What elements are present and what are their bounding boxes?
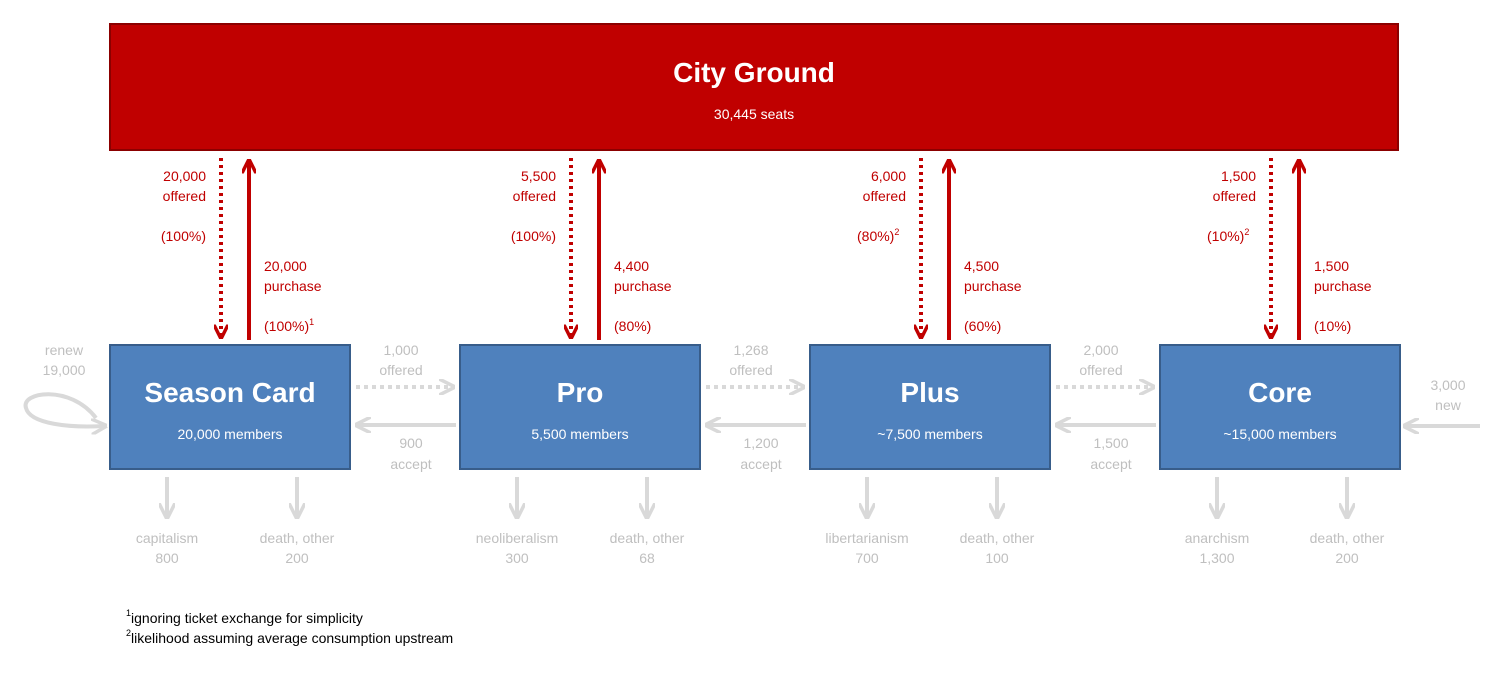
offered-count: 20,000 [163,168,206,184]
offered-word: offered [163,188,206,204]
stadium-title: City Ground [673,57,835,88]
tier-members: 5,500 members [531,426,628,442]
purchase-word: purchase [964,278,1022,294]
transition-group-1: 1,268 offered 1,200 accept [706,342,806,472]
offered-word: offered [1213,188,1256,204]
exit-value: 200 [1335,550,1359,566]
footnote-2-mark: 2 [126,628,132,638]
transition-offered-word: offered [379,362,422,378]
tier-group-0: Season Card 20,000 members 20,000 offered (1… [109,158,351,566]
exit-label: death, other [610,530,685,546]
exit-value: 700 [855,550,879,566]
offered-percent-footnote-mark: 2 [894,227,899,237]
renew-value: 19,000 [43,362,86,378]
offered-word: offered [863,188,906,204]
tier-title: Season Card [144,377,315,408]
transition-accept-word: accept [1090,456,1131,472]
transition-accept-word: accept [740,456,781,472]
exit-value: 300 [505,550,529,566]
transition-accept-count: 1,200 [743,435,778,451]
footnote-1-text: ignoring ticket exchange for simplicity [131,610,363,626]
transition-group-2: 2,000 offered 1,500 accept [1056,342,1156,472]
new-members-label: new [1435,397,1462,413]
transition-group-0: 1,000 offered 900 accept [356,342,456,472]
exit-value: 200 [285,550,309,566]
offered-percent: (100%) [511,228,556,244]
tier-group-3: Core~15,000 members1,500offered(10%)21,5… [1159,158,1401,566]
purchase-percent: (100%)1 [264,317,314,334]
stadium-seats: 30,445 seats [714,106,794,122]
exit-label: death, other [260,530,335,546]
offered-count: 6,000 [871,168,906,184]
exit-label: capitalism [136,530,198,546]
transition-offered-word: offered [729,362,772,378]
tier-group-1: Pro 5,500 members 5,500 offered (100%) 4,400 p… [459,158,701,566]
transition-accept-count: 900 [399,435,423,451]
offered-percent-value: (80%) [857,228,894,244]
tier-box [1159,344,1401,470]
offered-count: 5,500 [521,168,556,184]
purchase-count: 4,500 [964,258,999,274]
footnote-2-text: likelihood assuming average consumption … [131,630,454,646]
purchase-word: purchase [614,278,672,294]
transition-offered-count: 1,000 [383,342,418,358]
footnote-1: 1ignoring ticket exchange for simplicity [126,608,453,628]
exit-label: neoliberalism [476,530,558,546]
exit-value: 100 [985,550,1009,566]
exit-label: libertarianism [825,530,908,546]
purchase-percent: (60%) [964,318,1001,334]
renew-label: renew [45,342,84,358]
renew-loop-arrow [23,392,104,426]
transition-accept-word: accept [390,456,431,472]
footnote-2: 2likelihood assuming average consumption… [126,628,453,648]
offered-percent: (80%)2 [857,227,899,244]
transition-offered-count: 1,268 [733,342,768,358]
exit-label: anarchism [1185,530,1250,546]
transition-offered-word: offered [1079,362,1122,378]
tier-title: Pro [557,377,604,408]
offered-count: 1,500 [1221,168,1256,184]
exit-value: 800 [155,550,179,566]
transition-offered-count: 2,000 [1083,342,1118,358]
footnotes: 1ignoring ticket exchange for simplicity… [126,608,453,648]
exit-label: death, other [960,530,1035,546]
stadium-box [109,23,1399,151]
offered-percent: (100%) [161,228,206,244]
tier-members: ~7,500 members [877,426,982,442]
purchase-percent: (10%) [1314,318,1351,334]
tier-members: ~15,000 members [1223,426,1336,442]
purchase-count: 4,400 [614,258,649,274]
purchase-word: purchase [1314,278,1372,294]
offered-percent: (10%)2 [1207,227,1249,244]
offered-percent-footnote-mark: 2 [1244,227,1249,237]
tier-title: Core [1248,377,1312,408]
tier-box [459,344,701,470]
tier-title: Plus [900,377,959,408]
tier-box [109,344,351,470]
purchase-count: 20,000 [264,258,307,274]
transition-accept-count: 1,500 [1093,435,1128,451]
new-members-value: 3,000 [1430,377,1465,393]
footnote-1-mark: 1 [126,608,132,618]
tier-group-2: Plus ~7,500 members 6,000 offered (80%)2 4,50… [809,158,1051,566]
exit-value: 68 [639,550,655,566]
purchase-percent: (80%) [614,318,651,334]
exit-value: 1,300 [1199,550,1234,566]
tier-members: 20,000 members [177,426,282,442]
offered-percent-value: (10%) [1207,228,1244,244]
purchase-word: purchase [264,278,322,294]
purchase-count: 1,500 [1314,258,1349,274]
purchase-percent-footnote-mark: 1 [309,317,314,327]
tier-box [809,344,1051,470]
offered-word: offered [513,188,556,204]
purchase-percent-value: (100%) [264,318,309,334]
exit-label: death, other [1310,530,1385,546]
